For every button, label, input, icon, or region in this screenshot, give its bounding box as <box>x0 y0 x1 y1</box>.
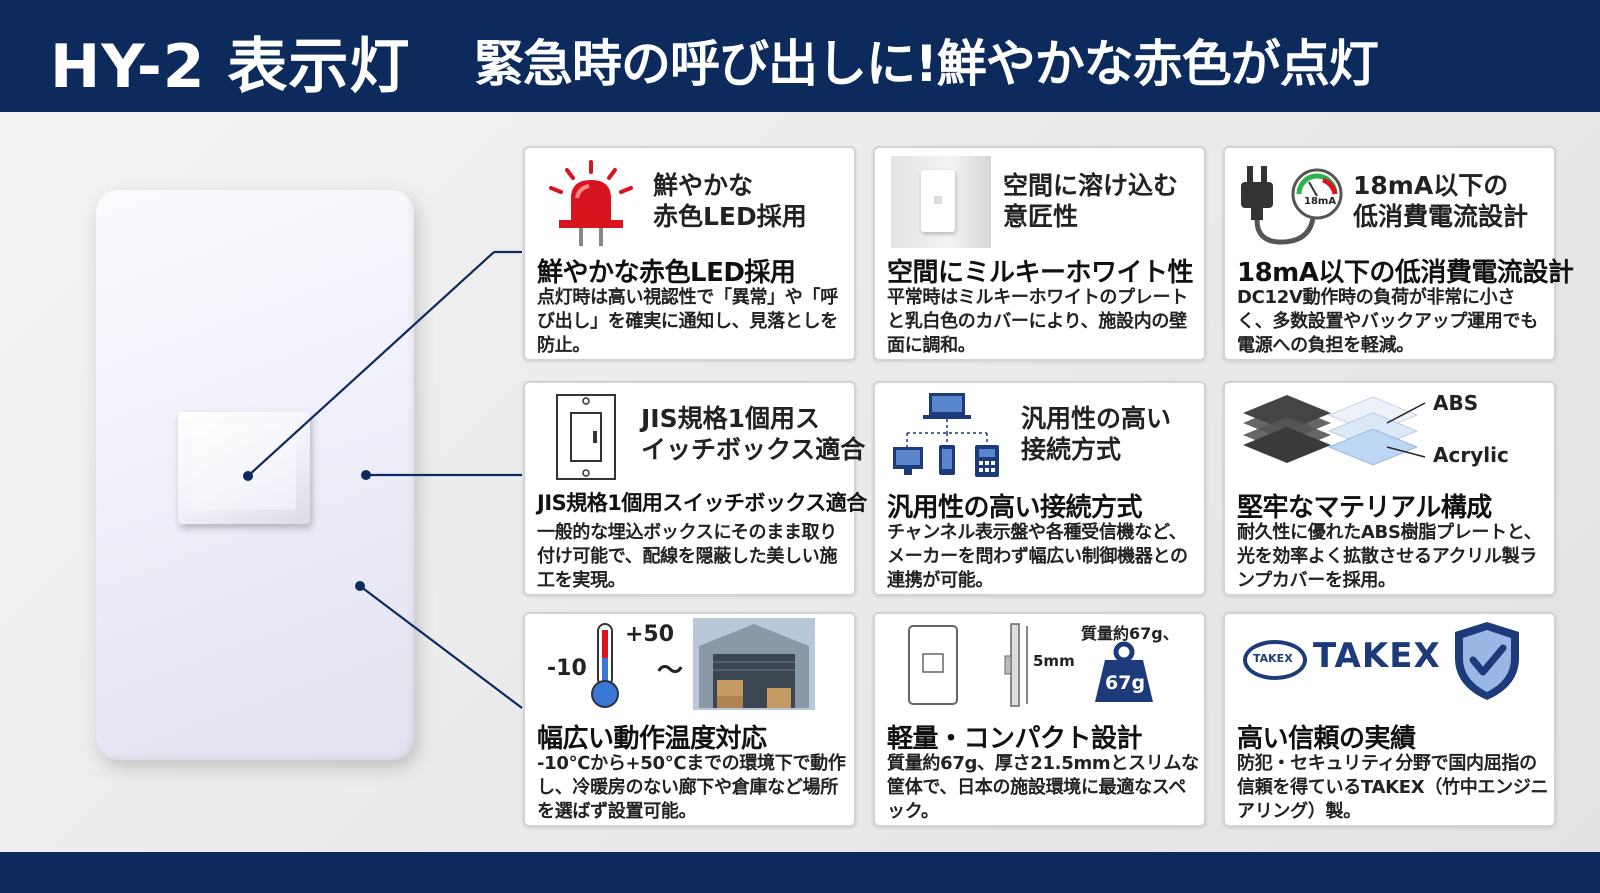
card-title-red-led: 鮮やかな赤色LED採用 <box>537 258 796 288</box>
takex-badge-icon <box>1243 640 1307 680</box>
network-devices-icon <box>893 393 999 477</box>
feature-card-milky-white: 空間に溶け込む 意匠性 空間にミルキーホワイト性 平常時はミルキーホワイトのプレ… <box>873 146 1206 361</box>
card-desc-materials: 耐久性に優れたABS樹脂プレートと、光を効率よく拡散させるアクリル製ランプカバー… <box>1237 522 1542 591</box>
card-desc-red-led: 点灯時は高い視認性で「異常」や「呼び出し」を確実に通知し、見落としを防止。 <box>537 287 838 356</box>
card-title-compact: 軽量・コンパクト設計 <box>887 724 1143 754</box>
product-lamp-cover <box>178 412 310 524</box>
device-front-view-icon <box>908 625 958 705</box>
red-led-beacon-icon <box>549 160 633 246</box>
card-head-milky-white: 空間に溶け込む 意匠性 <box>1003 171 1179 231</box>
page-subtitle: 緊急時の呼び出しに!鮮やかな赤色が点灯 <box>474 35 1379 93</box>
feature-card-low-current: 18mA 18mA以下の 低消費電流設計 18mA以下の低消費電流設計 DC12… <box>1223 146 1574 361</box>
takex-logo-text: TAKEX <box>1313 636 1441 676</box>
card-head-jis-box: JIS規格1個用ス イッチボックス適合 <box>641 404 866 464</box>
temp-low-label: -10 <box>547 656 587 681</box>
page-title: HY-2 表示灯 <box>50 32 411 102</box>
device-side-view-icon <box>1004 623 1028 707</box>
warehouse-icon <box>693 618 815 710</box>
card-desc-milky-white: 平常時はミルキーホワイトのプレートと乳白色のカバーにより、施設内の壁面に調和。 <box>887 287 1188 356</box>
wall-plate-photo-icon <box>891 156 991 248</box>
card-desc-temperature: -10℃から+50℃までの環境下で動作し、冷暖房のない廊下や倉庫など場所を選ばず… <box>537 753 846 822</box>
power-plug-gauge-icon <box>1241 166 1343 245</box>
weight-icon <box>1095 641 1153 702</box>
shield-check-icon <box>1455 622 1519 700</box>
temp-high-label: +50 <box>625 622 675 647</box>
card-head-connection: 汎用性の高い 接続方式 <box>1021 404 1172 464</box>
lamp-cover-face <box>192 424 296 510</box>
card-title-temperature: 幅広い動作温度対応 <box>537 724 767 754</box>
weight-badge-label: 67g <box>1105 672 1146 694</box>
footer-banner <box>0 852 1600 893</box>
feature-card-reliability: TAKEX TAKEX 高い信頼の実績 防犯・セキュリティ分野で国内屈指の信頼を… <box>1223 612 1556 827</box>
acrylic-label: Acrylic <box>1433 443 1509 467</box>
feature-card-materials: ABS Acrylic 堅牢なマテリアル構成 耐久性に優れたABS樹脂プレートと… <box>1223 381 1556 596</box>
abs-label: ABS <box>1433 391 1479 415</box>
card-desc-jis-box: 一般的な埋込ボックスにそのまま取り付け可能で、配線を隠蔽した美しい施工を実現。 <box>537 522 838 591</box>
thickness-label: 5mm <box>1033 652 1075 670</box>
card-title-milky-white: 空間にミルキーホワイト性 <box>887 258 1194 288</box>
switch-box-outline-icon <box>556 394 616 480</box>
card-head-red-led: 鮮やかな 赤色LED採用 <box>653 171 807 231</box>
takex-badge-text: TAKEX <box>1253 652 1293 665</box>
feature-card-jis-box: JIS規格1個用ス イッチボックス適合 JIS規格1個用スイッチボックス適合 一… <box>523 381 867 596</box>
card-title-connection: 汎用性の高い接続方式 <box>887 493 1143 523</box>
feature-card-red-led: 鮮やかな 赤色LED採用 鮮やかな赤色LED採用 点灯時は高い視認性で「異常」や… <box>523 146 856 361</box>
header-banner: HY-2 表示灯 緊急時の呼び出しに!鮮やかな赤色が点灯 <box>0 0 1600 112</box>
card-title-reliability: 高い信頼の実績 <box>1237 724 1416 754</box>
card-title-materials: 堅牢なマテリアル構成 <box>1237 493 1492 523</box>
card-desc-compact: 質量約67g、厚さ21.5mmとスリムな筐体で、日本の施設環境に最適なスペック。 <box>887 753 1199 822</box>
card-title-jis-box: JIS規格1個用スイッチボックス適合 <box>537 491 867 515</box>
feature-card-connection: 汎用性の高い 接続方式 汎用性の高い接続方式 チャンネル表示盤や各種受信機など、… <box>873 381 1206 596</box>
temp-range-tilde: 〜 <box>657 656 684 686</box>
card-desc-low-current: DC12V動作時の負荷が非常に小さく、多数設置やバックアップ運用でも電源への負担… <box>1237 287 1538 356</box>
gauge-label: 18mA <box>1304 196 1337 207</box>
feature-card-temperature: +50 -10 〜 幅広い動作温度対応 -10℃から+50℃までの環境下で動作し… <box>523 612 856 827</box>
material-layers-icon <box>1243 395 1426 466</box>
weight-label: 質量約67g、 <box>1081 624 1179 643</box>
thermometer-icon <box>591 623 619 708</box>
card-title-low-current: 18mA以下の低消費電流設計 <box>1237 258 1574 288</box>
card-desc-connection: チャンネル表示盤や各種受信機など、メーカーを問わず幅広い制御機器との連携が可能。 <box>887 522 1188 591</box>
card-head-low-current: 18mA以下の 低消費電流設計 <box>1353 171 1529 231</box>
feature-card-compact: 5mm 質量約67g、 67g 軽量・コンパクト設計 質量約67g、厚さ21.5… <box>873 612 1206 827</box>
card-desc-reliability: 防犯・セキュリティ分野で国内屈指の信頼を得ているTAKEX（竹中エンジニアリング… <box>1237 753 1549 822</box>
